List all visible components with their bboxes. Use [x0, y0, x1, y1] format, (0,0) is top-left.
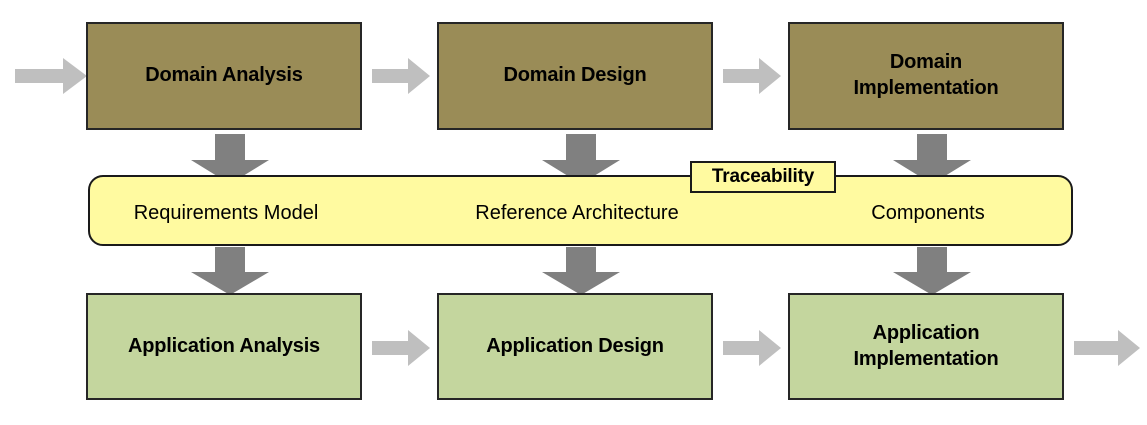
domain-analysis-box[interactable]: Domain Analysis	[86, 22, 362, 130]
reference-architecture-label: Reference Architecture	[475, 202, 679, 224]
domain-design-label: Domain Design	[503, 64, 647, 87]
requirements-model-label: Requirements Model	[133, 202, 319, 224]
traceability-label: Traceability	[711, 166, 815, 187]
traceability-callout[interactable]: Traceability	[690, 161, 836, 193]
application-analysis-label: Application Analysis	[128, 334, 320, 357]
domain-analysis-label: Domain Analysis	[145, 64, 303, 87]
entry-arrow-domain	[15, 58, 87, 94]
arrow-components-to-application-implementation	[893, 247, 971, 295]
arrow-domain-analysis-to-design	[372, 58, 430, 94]
arrow-requirements-model-to-application-analysis	[191, 247, 269, 295]
arrow-domain-implementation-to-components	[893, 134, 971, 184]
arrow-application-design-to-implementation	[723, 330, 781, 366]
artifact-band	[88, 175, 1073, 246]
application-design-label: Application Design	[486, 334, 664, 357]
domain-design-box[interactable]: Domain Design	[437, 22, 713, 130]
arrow-reference-architecture-to-application-design	[542, 247, 620, 295]
application-implementation-label: Application Implementation	[853, 321, 999, 370]
application-implementation-box[interactable]: Application Implementation	[788, 293, 1064, 400]
application-analysis-box[interactable]: Application Analysis	[86, 293, 362, 400]
arrow-domain-analysis-to-requirements-model	[191, 134, 269, 184]
application-design-box[interactable]: Application Design	[437, 293, 713, 400]
exit-arrow-application	[1074, 330, 1140, 366]
arrow-application-analysis-to-design	[372, 330, 430, 366]
domain-implementation-label: Domain Implementation	[853, 51, 999, 99]
domain-implementation-box[interactable]: Domain Implementation	[788, 22, 1064, 130]
arrow-domain-design-to-reference-architecture	[542, 134, 620, 184]
components-label: Components	[871, 202, 985, 224]
arrow-domain-design-to-implementation	[723, 58, 781, 94]
